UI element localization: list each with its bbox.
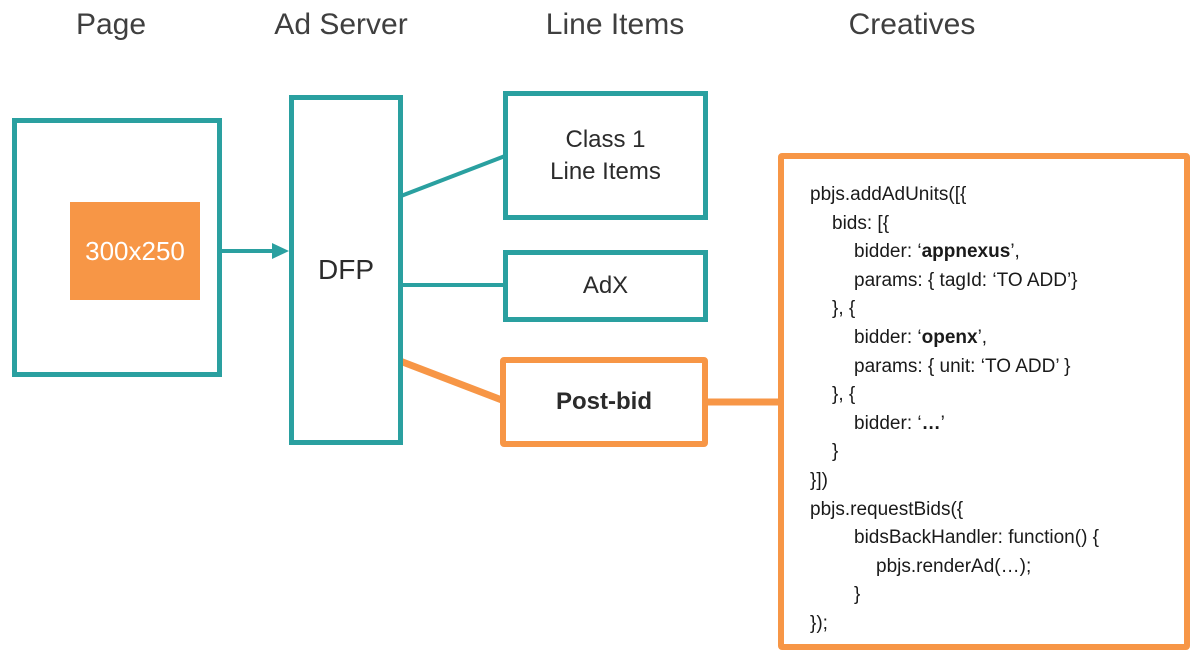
code-line: bids: [{ (832, 212, 890, 234)
code-line: bidder: ‘…’ (854, 412, 945, 434)
post-bid-box: Post-bid (500, 357, 708, 447)
code-line: } (854, 584, 861, 606)
code-line: }); (810, 612, 828, 634)
code-line: }]) (810, 469, 828, 491)
code-line: pbjs.requestBids({ (810, 498, 964, 520)
code-line: }, { (832, 298, 856, 320)
code-line: bidsBackHandler: function() { (854, 527, 1100, 549)
header-line-items: Line Items (545, 8, 685, 41)
code-line: pbjs.addAdUnits([{ (810, 184, 967, 205)
class1-line-items-box: Class 1 Line Items (503, 91, 708, 220)
adx-box: AdX (503, 250, 708, 322)
code-line: params: { tagId: ‘TO ADD’} (854, 269, 1078, 291)
adx-label: AdX (582, 272, 629, 299)
code-line: } (832, 441, 839, 463)
post-bid-label: Post-bid (556, 388, 652, 415)
header-page: Page (75, 8, 147, 41)
ad-slot-300x250: 300x250 (70, 202, 200, 300)
creatives-code-box: pbjs.addAdUnits([{ bids: [{ bidder: ‘appne… (778, 153, 1190, 650)
dfp-label: DFP (318, 254, 374, 285)
code-line: }, { (832, 384, 856, 406)
code-line: params: { unit: ‘TO ADD’ } (854, 355, 1071, 377)
class1-label: Class 1 Line Items (550, 125, 661, 185)
header-ad-server: Ad Server (274, 8, 408, 41)
ad-slot-label: 300x250 (85, 235, 185, 266)
code-block: pbjs.addAdUnits([{ bids: [{ bidder: ‘appne… (810, 181, 1099, 639)
header-creatives: Creatives (848, 8, 976, 41)
code-line: bidder: ‘openx’, (854, 326, 988, 348)
dfp-box: DFP (289, 95, 403, 445)
connector-dfp-to-postbid (398, 357, 509, 406)
code-line: pbjs.renderAd(…); (876, 555, 1032, 577)
code-line: bidder: ‘appnexus’, (854, 241, 1020, 263)
arrow-page-to-dfp-head (272, 243, 289, 259)
connector-dfp-to-class1 (400, 154, 506, 198)
